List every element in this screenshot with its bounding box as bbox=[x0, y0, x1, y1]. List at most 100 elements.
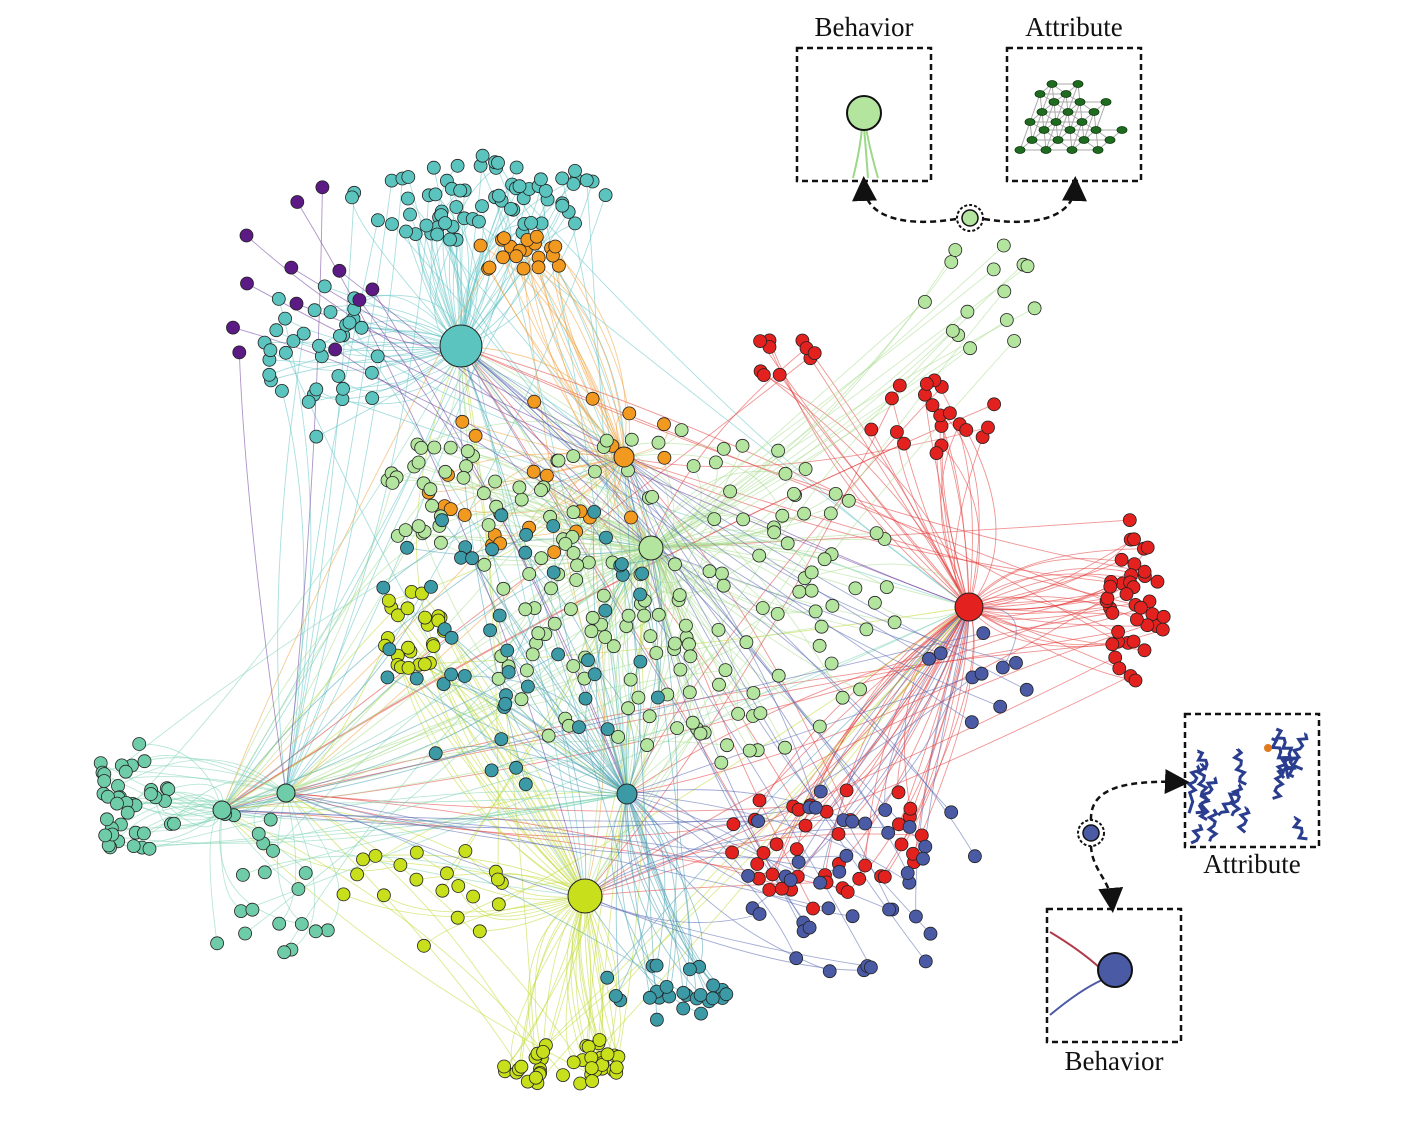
network-edge bbox=[538, 266, 625, 458]
network-node bbox=[756, 846, 771, 860]
network-node bbox=[771, 668, 786, 683]
network-node bbox=[443, 232, 457, 247]
network-node bbox=[600, 970, 615, 985]
network-node bbox=[309, 382, 324, 397]
network-edge bbox=[291, 267, 970, 608]
network-node bbox=[491, 897, 506, 912]
network-node bbox=[775, 508, 790, 523]
network-node bbox=[529, 229, 544, 244]
network-edge bbox=[585, 674, 628, 795]
network-node bbox=[840, 885, 855, 899]
network-node bbox=[342, 315, 357, 330]
network-node bbox=[1122, 513, 1137, 527]
network-node bbox=[409, 845, 424, 860]
network-edge bbox=[626, 793, 910, 884]
network-node bbox=[498, 697, 513, 711]
network-node bbox=[584, 624, 599, 639]
network-node bbox=[566, 505, 581, 520]
network-node bbox=[443, 440, 458, 455]
network-edge bbox=[390, 607, 586, 897]
network-node bbox=[566, 1055, 581, 1070]
network-node bbox=[263, 343, 278, 358]
network-node bbox=[382, 642, 397, 657]
network-node bbox=[289, 296, 304, 311]
network-node bbox=[596, 588, 611, 603]
network-edge bbox=[108, 793, 628, 846]
network-node bbox=[167, 816, 181, 831]
network-edge bbox=[819, 606, 970, 883]
network-node bbox=[1111, 624, 1125, 639]
network-node bbox=[226, 320, 240, 335]
network-node bbox=[929, 446, 944, 461]
network-edge bbox=[460, 345, 1119, 643]
network-edge bbox=[460, 345, 1027, 691]
network-node bbox=[110, 796, 124, 811]
network-node bbox=[494, 508, 509, 523]
network-node bbox=[585, 610, 600, 625]
network-node bbox=[1103, 579, 1118, 594]
network-node bbox=[400, 601, 415, 616]
network-edge bbox=[763, 374, 970, 608]
network-node bbox=[548, 239, 563, 254]
network-edge bbox=[460, 190, 466, 347]
network-node bbox=[320, 923, 335, 938]
network-node bbox=[673, 662, 688, 677]
network-node bbox=[235, 868, 250, 882]
network-node bbox=[778, 466, 793, 481]
network-edge bbox=[924, 394, 970, 608]
network-edge bbox=[463, 477, 652, 549]
network-node bbox=[1119, 587, 1134, 601]
network-node bbox=[608, 989, 623, 1003]
network-node bbox=[633, 587, 647, 602]
network-node bbox=[584, 1061, 599, 1075]
arrow-to-right-attribute bbox=[1089, 769, 1190, 821]
network-node bbox=[555, 171, 570, 186]
network-node bbox=[651, 607, 666, 622]
network-node bbox=[621, 701, 635, 716]
network-edge bbox=[498, 606, 970, 905]
network-node bbox=[262, 367, 277, 382]
network-node bbox=[450, 158, 465, 173]
network-node bbox=[598, 188, 613, 203]
network-node bbox=[120, 805, 135, 820]
network-node bbox=[1134, 600, 1148, 615]
network-node bbox=[482, 260, 497, 275]
network-node bbox=[693, 988, 708, 1002]
network-edge bbox=[460, 345, 973, 723]
network-node bbox=[556, 1068, 570, 1082]
network-edge bbox=[285, 792, 529, 1082]
network-node bbox=[570, 558, 584, 573]
network-node bbox=[783, 873, 798, 887]
network-node bbox=[564, 602, 578, 616]
network-node bbox=[485, 542, 500, 557]
network-node bbox=[566, 546, 581, 560]
network-edge bbox=[400, 666, 586, 897]
network-edge bbox=[809, 606, 970, 806]
network-node bbox=[918, 294, 932, 309]
hub-node bbox=[276, 783, 296, 803]
network-edge bbox=[626, 793, 853, 917]
arrow-to-right-behavior bbox=[1089, 845, 1124, 913]
network-node bbox=[126, 839, 141, 853]
network-node bbox=[752, 793, 767, 808]
network-node bbox=[993, 699, 1008, 714]
network-node bbox=[765, 867, 780, 882]
network-node bbox=[864, 422, 879, 437]
network-edge bbox=[149, 790, 628, 850]
network-node bbox=[891, 785, 906, 800]
network-edge bbox=[221, 208, 512, 811]
network-node bbox=[286, 334, 301, 348]
network-node bbox=[451, 879, 466, 893]
network-edge bbox=[117, 759, 287, 794]
network-node bbox=[473, 238, 488, 253]
network-node bbox=[585, 1074, 599, 1088]
network-node bbox=[808, 604, 823, 619]
network-node bbox=[1105, 606, 1120, 620]
network-edge bbox=[965, 429, 997, 608]
network-node bbox=[356, 852, 370, 867]
network-edge bbox=[968, 567, 1146, 608]
network-node bbox=[585, 391, 600, 406]
network-edge bbox=[610, 793, 653, 967]
network-node bbox=[694, 1006, 708, 1021]
